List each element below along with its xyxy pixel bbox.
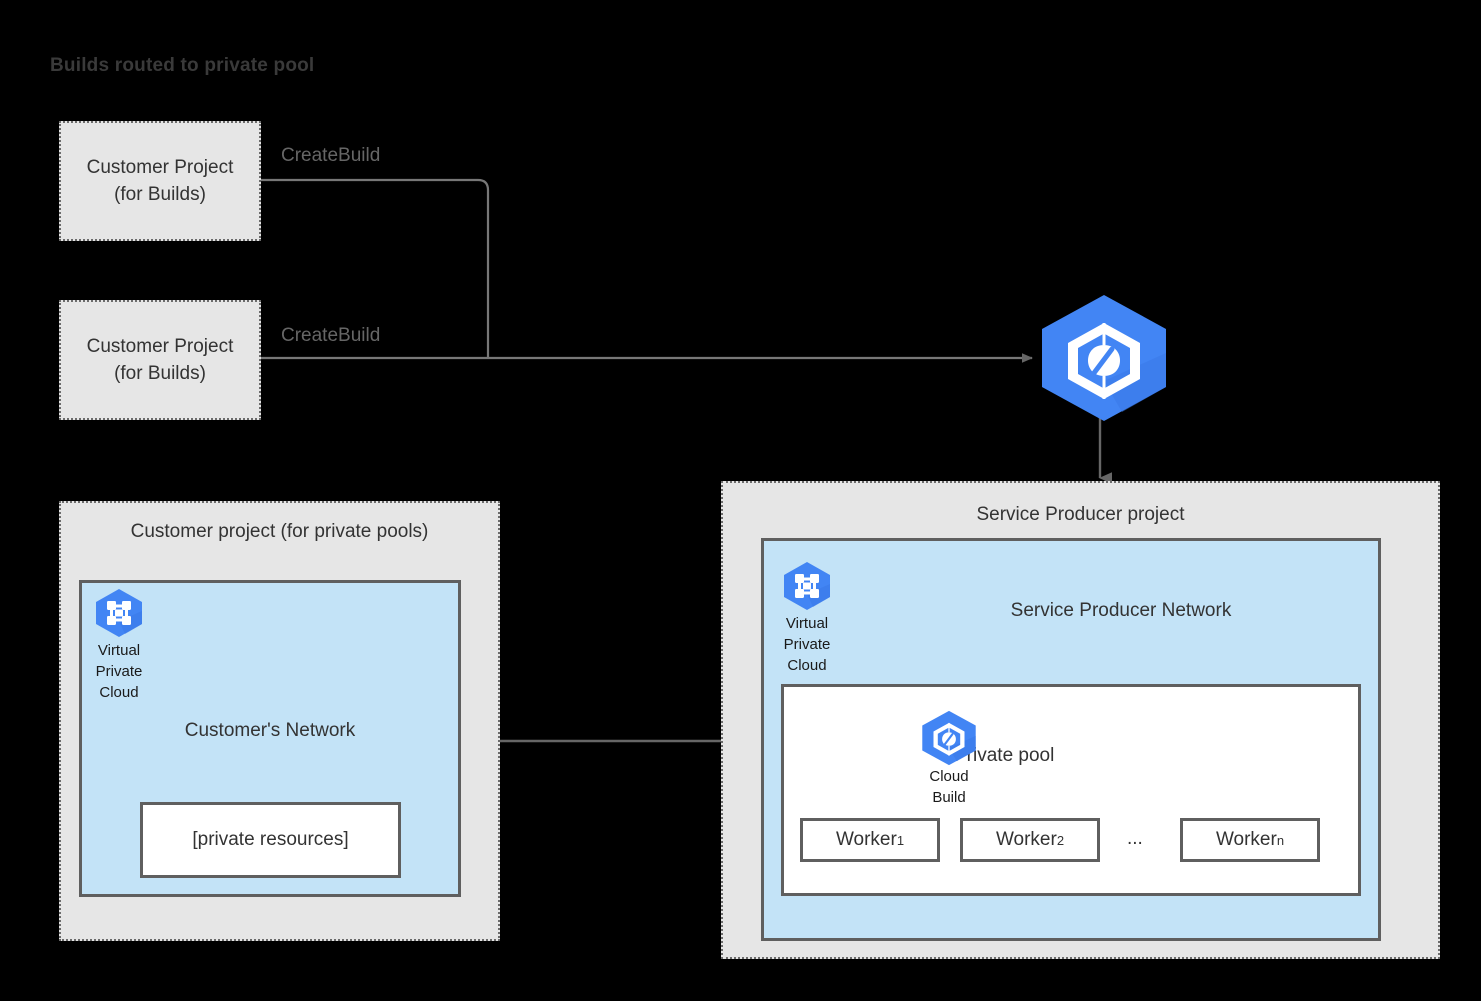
worker-box-1-label: Worker	[835, 829, 897, 850]
virtual-private-cloud-caption: Virtual Private Cloud	[762, 613, 852, 676]
vpc-caption-line-3: Cloud	[787, 657, 827, 674]
customer-private-pool-panel-title: Customer project (for private pools)	[130, 521, 429, 542]
customer-build-project-2-text: Customer Project (for Builds)	[87, 333, 234, 387]
customer-build-project-2[interactable]: Customer Project (for Builds)	[59, 300, 261, 420]
createbuild-label-1: CreateBuild	[281, 145, 381, 166]
cloud-build-caption-line-2: Build	[932, 789, 966, 806]
customer-build-project-1[interactable]: Customer Project (for Builds)	[59, 121, 261, 241]
worker-box-2-label: Worker	[995, 829, 1057, 850]
service-producer-network-title: Service Producer Network	[1010, 600, 1232, 621]
private-resources-label: [private resources]	[192, 829, 349, 850]
createbuild-label-2: CreateBuild	[281, 325, 381, 346]
virtual-private-cloud-icon	[781, 561, 833, 611]
private-resources-box[interactable]: [private resources]	[140, 802, 401, 878]
virtual-private-cloud-caption: Virtual Private Cloud	[74, 640, 164, 703]
workers-ellipsis: ...	[1127, 828, 1143, 849]
private-pool-title: Private pool	[954, 745, 1055, 766]
vpc-caption-line-2: Private	[95, 663, 143, 680]
vpc-caption-line-2: Private	[783, 636, 831, 653]
vpc-caption-line-1: Virtual	[785, 615, 829, 632]
customer-build-project-1-line2: (for Builds)	[114, 184, 206, 205]
vpc-caption-line-3: Cloud	[99, 684, 139, 701]
vpc-caption-line-1: Virtual	[97, 642, 141, 659]
cloud-build-service-icon[interactable]	[1040, 293, 1168, 423]
worker-box-2-subscript: 2	[1056, 832, 1065, 848]
cloud-build-caption: Cloud Build	[904, 766, 994, 808]
service-producer-panel-title: Service Producer project	[976, 504, 1185, 525]
worker-box-n-subscript: n	[1276, 832, 1285, 848]
private-pool-box[interactable]: Private pool	[781, 684, 1361, 896]
worker-box-1-subscript: 1	[896, 832, 905, 848]
worker-box-n-label: Worker	[1215, 829, 1277, 850]
customer-build-project-2-line2: (for Builds)	[114, 363, 206, 384]
customer-build-project-1-line1: Customer Project	[86, 157, 234, 178]
cloud-build-icon	[921, 710, 977, 766]
cloud-build-caption-line-1: Cloud	[929, 768, 969, 785]
customers-network-title: Customer's Network	[184, 720, 356, 741]
customer-build-project-1-text: Customer Project (for Builds)	[87, 154, 234, 208]
customer-build-project-2-line1: Customer Project	[86, 336, 234, 357]
virtual-private-cloud-icon	[93, 588, 145, 638]
page-title: Builds routed to private pool	[50, 55, 315, 76]
